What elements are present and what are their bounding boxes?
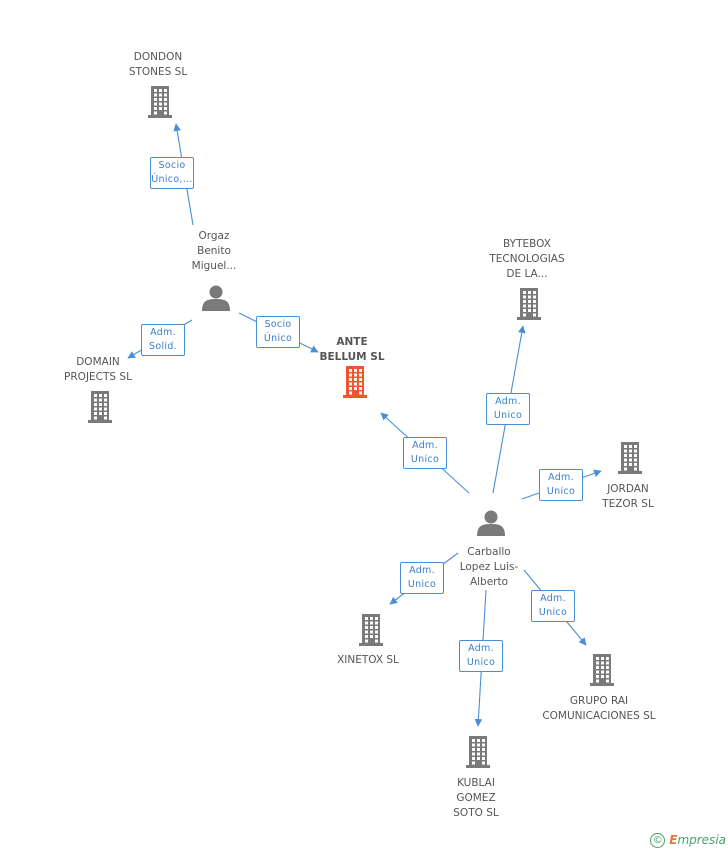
building-icon-dondon[interactable] bbox=[148, 86, 172, 118]
edge-label-line: Unico bbox=[407, 579, 437, 590]
node-label-line: Benito bbox=[197, 245, 231, 257]
edge-label-line: Adm. bbox=[540, 593, 566, 604]
edge-label-line: Adm. bbox=[412, 440, 438, 451]
node-label-line: TEZOR SL bbox=[602, 498, 654, 510]
brand-name: mpresia bbox=[677, 833, 726, 847]
node-label-line: COMUNICACIONES SL bbox=[542, 710, 656, 722]
building-icon-jordan[interactable] bbox=[618, 442, 642, 474]
edge-label-line: Unico bbox=[466, 657, 496, 668]
edge-label-line: Socio bbox=[264, 319, 292, 330]
edge-label-carballo-kublai[interactable]: Adm. Unico bbox=[459, 640, 503, 672]
node-label-line: DOMAIN bbox=[76, 356, 120, 368]
node-label-line: BYTEBOX bbox=[503, 238, 551, 250]
node-label-line: KUBLAI bbox=[457, 777, 495, 789]
node-label-ante[interactable]: ANTE BELLUM SL bbox=[319, 335, 384, 365]
node-label-bytebox[interactable]: BYTEBOX TECNOLOGIAS DE LA... bbox=[489, 237, 564, 282]
edge-label-line: Unico bbox=[538, 607, 568, 618]
building-icon-kublai[interactable] bbox=[466, 736, 490, 768]
node-label-grupo[interactable]: GRUPO RAI COMUNICACIONES SL bbox=[542, 694, 655, 724]
node-label-line: DONDON bbox=[133, 51, 183, 63]
node-label-kublai[interactable]: KUBLAI GOMEZ SOTO SL bbox=[453, 776, 498, 821]
node-label-line: GRUPO RAI bbox=[569, 695, 629, 707]
edge-label-line: Único,... bbox=[151, 174, 193, 185]
edge-label-orgaz-domain[interactable]: Adm. Solid. bbox=[141, 324, 185, 356]
building-icon-domain[interactable] bbox=[88, 391, 112, 423]
person-icon-carballo[interactable] bbox=[477, 510, 505, 537]
node-label-line: ANTE bbox=[336, 336, 368, 348]
node-label-line: Carballo bbox=[467, 546, 511, 558]
node-label-line: Alberto bbox=[469, 576, 509, 588]
copyright-icon: © bbox=[650, 833, 666, 848]
node-label-domain[interactable]: DOMAIN PROJECTS SL bbox=[64, 355, 132, 385]
person-icon-orgaz[interactable] bbox=[202, 285, 230, 312]
node-label-line: Orgaz bbox=[198, 230, 230, 242]
edge-label-line: Unico bbox=[410, 454, 440, 465]
node-label-line: SOTO SL bbox=[453, 807, 499, 819]
node-label-line: Miguel... bbox=[191, 260, 237, 272]
edge-label-line: Unico bbox=[546, 486, 576, 497]
node-label-line: JORDAN bbox=[607, 483, 649, 495]
node-label-line: STONES SL bbox=[128, 66, 188, 78]
building-icon-xinetox[interactable] bbox=[359, 614, 383, 646]
edge-label-line: Adm. bbox=[468, 643, 494, 654]
edge-label-line: Adm. bbox=[150, 327, 176, 338]
node-label-line: GOMEZ bbox=[456, 792, 496, 804]
edge-label-line: Socio bbox=[158, 160, 186, 171]
empresia-watermark[interactable]: ©Empresia bbox=[650, 833, 726, 848]
edge-label-carballo-jordan[interactable]: Adm. Unico bbox=[539, 469, 583, 501]
brand-initial: E bbox=[669, 833, 678, 847]
edge-label-line: Adm. bbox=[495, 396, 521, 407]
edge-label-line: Solid. bbox=[149, 341, 177, 352]
edge-label-line: Único bbox=[263, 333, 293, 344]
edge-label-line: Adm. bbox=[548, 472, 574, 483]
edge-label-carballo-xinetox[interactable]: Adm. Unico bbox=[400, 562, 444, 594]
edge-label-carballo-grupo[interactable]: Adm. Unico bbox=[531, 590, 575, 622]
node-label-line: XINETOX SL bbox=[337, 654, 399, 666]
node-label-xinetox[interactable]: XINETOX SL bbox=[337, 653, 399, 668]
edge-label-line: Unico bbox=[493, 410, 523, 421]
building-icon-bytebox[interactable] bbox=[517, 288, 541, 320]
edge-label-carballo-ante[interactable]: Adm. Unico bbox=[403, 437, 447, 469]
node-label-line: BELLUM SL bbox=[319, 351, 385, 363]
edge-label-line: Adm. bbox=[409, 565, 435, 576]
node-label-line: TECNOLOGIAS bbox=[489, 253, 565, 265]
node-label-line: DE LA... bbox=[506, 268, 548, 280]
edge-label-carballo-bytebox[interactable]: Adm. Unico bbox=[486, 393, 530, 425]
node-label-line: Lopez Luis- bbox=[459, 561, 519, 573]
building-icon-grupo[interactable] bbox=[590, 654, 614, 686]
node-label-line: PROJECTS SL bbox=[64, 371, 132, 383]
node-label-jordan[interactable]: JORDAN TEZOR SL bbox=[602, 482, 654, 512]
building-icon-ante[interactable] bbox=[343, 366, 367, 398]
node-label-dondon[interactable]: DONDON STONES SL bbox=[129, 50, 187, 80]
